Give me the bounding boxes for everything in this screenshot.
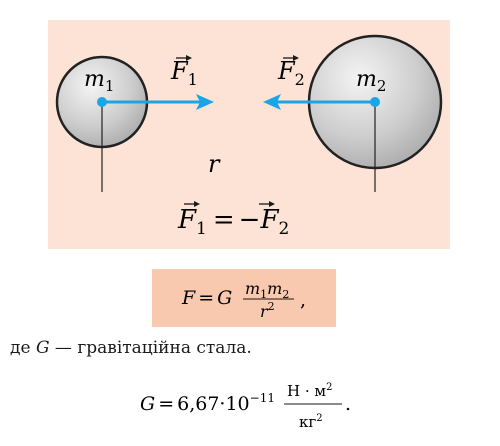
svg-text:F1: F1 bbox=[170, 57, 198, 89]
svg-text:,: , bbox=[300, 289, 306, 311]
left-mass-center-dot bbox=[97, 97, 107, 107]
svg-text:G=6,67·10−11: G=6,67·10−11 bbox=[140, 391, 275, 415]
newton-gravitation-formula-box: F=G m1m2 r2 , bbox=[152, 269, 336, 327]
svg-text:r2: r2 bbox=[260, 300, 275, 321]
force-equation: F1=−F2 bbox=[177, 201, 289, 239]
svg-text:F2: F2 bbox=[277, 57, 305, 89]
force-arrow-1-head bbox=[196, 94, 214, 110]
gravitational-constant-formula: G=6,67·10−11 Н · м2 кг2 . bbox=[140, 382, 351, 431]
force-1-label: F1 bbox=[170, 55, 198, 89]
force-2-label: F2 bbox=[277, 55, 305, 89]
svg-text:F=G: F=G bbox=[181, 287, 232, 309]
force-arrow-2-head bbox=[263, 94, 281, 110]
svg-text:F1=−F2: F1=−F2 bbox=[177, 205, 289, 239]
constant-caption: де G — гравітаційна стала. bbox=[10, 338, 252, 358]
left-mass-label: m1 bbox=[84, 67, 114, 95]
svg-text:m1m2: m1m2 bbox=[245, 279, 289, 301]
right-mass-label: m2 bbox=[356, 67, 386, 95]
svg-text:.: . bbox=[345, 393, 351, 415]
distance-label: r bbox=[208, 150, 221, 178]
svg-text:кг2: кг2 bbox=[299, 413, 323, 431]
newton-gravitation-formula: F=G m1m2 r2 , bbox=[181, 279, 306, 321]
right-mass-center-dot bbox=[370, 97, 380, 107]
gravitation-diagram: m1 m2 F1 F2 r F1=−F2 bbox=[48, 20, 450, 249]
svg-text:Н · м2: Н · м2 bbox=[287, 382, 332, 400]
